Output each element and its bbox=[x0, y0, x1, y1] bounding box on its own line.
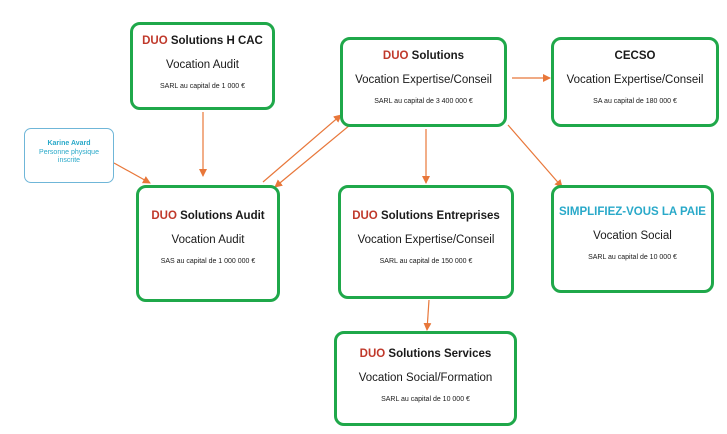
entity-duo-solutions-hcac: DUO Solutions H CAC Vocation Audit SARL … bbox=[130, 22, 275, 110]
person-line2: inscrite bbox=[57, 157, 81, 164]
arrow-audit-to-sol bbox=[262, 114, 342, 183]
entity-name: Solutions Audit bbox=[176, 210, 265, 222]
entity-title: DUO Solutions H CAC bbox=[133, 35, 272, 47]
entity-name: Solutions Entreprises bbox=[377, 210, 500, 222]
entity-title: DUO Solutions Entreprises bbox=[341, 210, 511, 222]
entity-title: DUO Solutions Audit bbox=[139, 210, 277, 222]
entity-name: Solutions Services bbox=[385, 348, 492, 360]
brand-duo: DUO bbox=[359, 348, 386, 360]
entity-simplifiez-vous-la-paie: SIMPLIFIEZ-VOUS LA PAIE Vocation Social … bbox=[551, 185, 714, 293]
entity-title: CECSO bbox=[614, 50, 656, 62]
entity-title: DUO Solutions bbox=[343, 50, 504, 62]
entity-duo-solutions-audit: DUO Solutions Audit Vocation Audit SAS a… bbox=[136, 185, 280, 302]
brand-duo: DUO bbox=[382, 50, 409, 62]
person-karine-avard: Karine Avard Personne physique inscrite bbox=[24, 128, 114, 183]
entity-capital: SAS au capital de 1 000 000 € bbox=[160, 258, 256, 265]
entity-capital: SARL au capital de 1 000 € bbox=[160, 83, 245, 90]
entity-capital: SARL au capital de 3 400 000 € bbox=[374, 98, 473, 105]
entity-capital: SARL au capital de 10 000 € bbox=[588, 254, 677, 261]
arrow-sol-to-audit bbox=[274, 124, 351, 188]
entity-duo-solutions: DUO Solutions Vocation Expertise/Conseil… bbox=[340, 37, 507, 127]
arrow-person-to-audit bbox=[113, 162, 151, 184]
brand-duo: DUO bbox=[352, 210, 378, 222]
entity-vocation: Vocation Audit bbox=[171, 234, 245, 246]
entity-capital: SARL au capital de 150 000 € bbox=[379, 258, 473, 265]
entity-name: Solutions bbox=[408, 50, 465, 62]
entity-cecso: CECSO Vocation Expertise/Conseil SA au c… bbox=[551, 37, 719, 127]
entity-capital: SA au capital de 180 000 € bbox=[593, 98, 677, 105]
entity-duo-solutions-entreprises: DUO Solutions Entreprises Vocation Exper… bbox=[338, 185, 514, 299]
entity-duo-solutions-services: DUO Solutions Services Vocation Social/F… bbox=[334, 331, 517, 426]
entity-vocation: Vocation Expertise/Conseil bbox=[566, 74, 704, 86]
brand-duo: DUO bbox=[142, 35, 168, 47]
entity-vocation: Vocation Social bbox=[593, 230, 672, 242]
arrow-ent-to-serv bbox=[423, 299, 432, 331]
entity-capital: SARL au capital de 10 000 € bbox=[381, 396, 470, 403]
entity-name: Solutions H CAC bbox=[167, 35, 263, 47]
entity-vocation: Vocation Audit bbox=[166, 59, 239, 71]
entity-vocation: Vocation Expertise/Conseil bbox=[355, 74, 492, 86]
brand-duo: DUO bbox=[151, 210, 177, 222]
entity-vocation: Vocation Social/Formation bbox=[358, 372, 493, 384]
person-line1: Personne physique bbox=[39, 148, 99, 156]
entity-title: SIMPLIFIEZ-VOUS LA PAIE bbox=[559, 206, 706, 218]
entity-vocation: Vocation Expertise/Conseil bbox=[357, 234, 495, 246]
person-name: Karine Avard bbox=[47, 140, 91, 147]
entity-title: DUO Solutions Services bbox=[337, 348, 514, 360]
arrow-sol-to-paie bbox=[507, 124, 563, 188]
